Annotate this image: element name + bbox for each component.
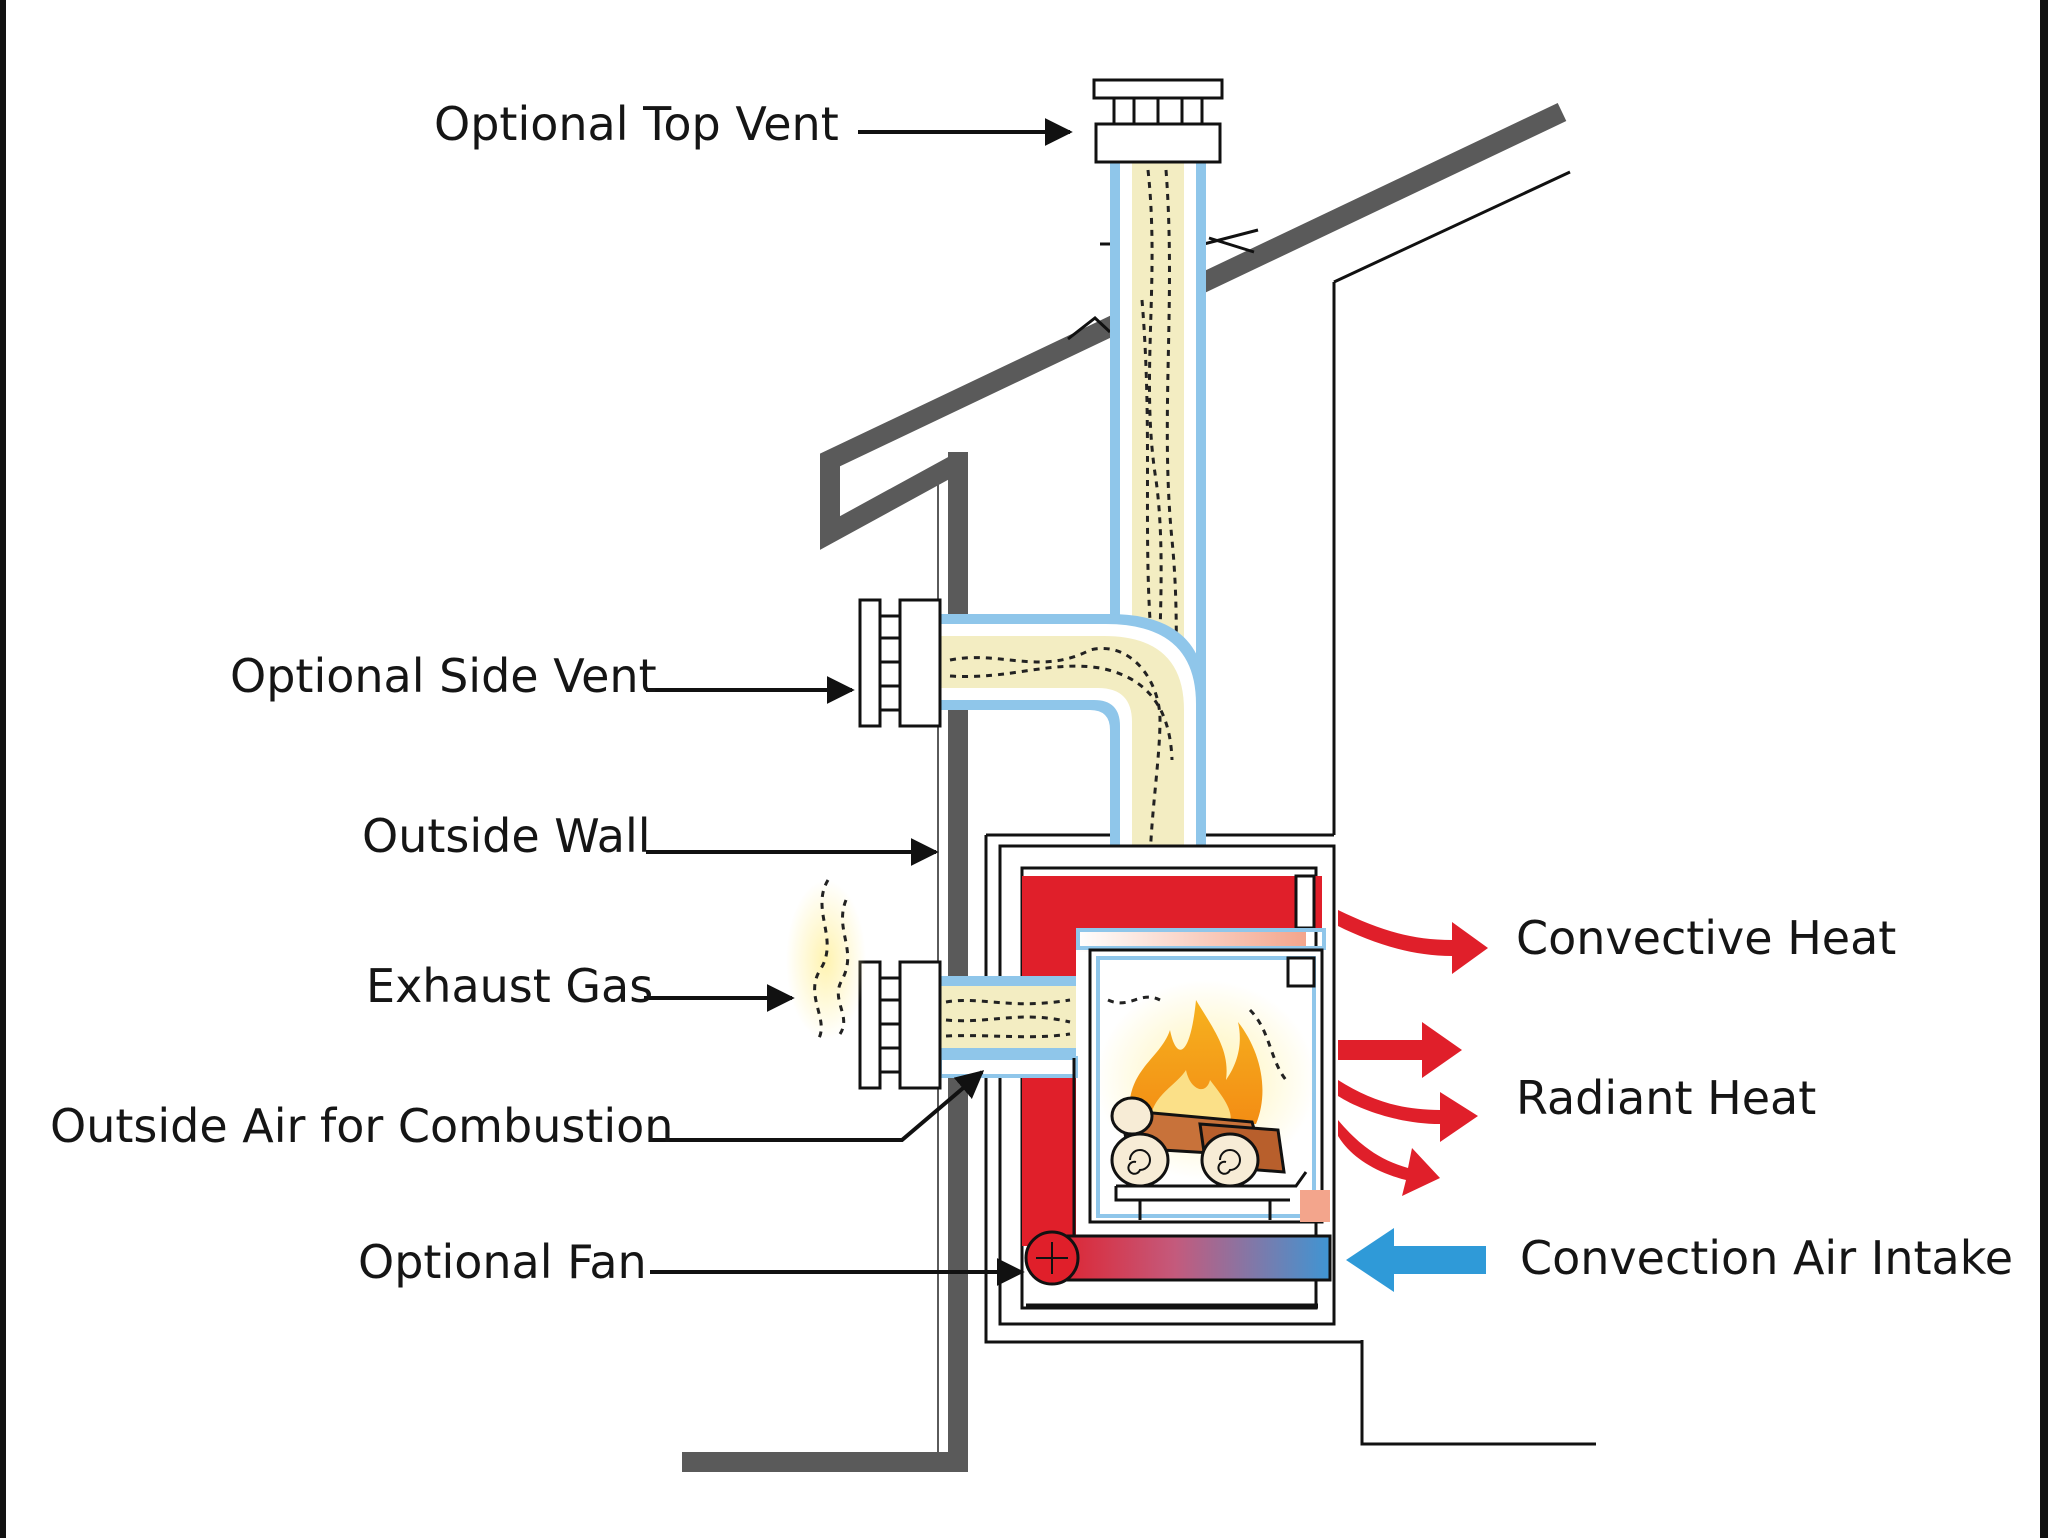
logs	[1110, 1096, 1308, 1220]
radiant-heat-arrows	[1338, 1022, 1478, 1196]
label-exhaust-gas: Exhaust Gas	[366, 959, 653, 1013]
label-outside-air: Outside Air for Combustion	[50, 1099, 673, 1153]
convective-heat-arrow	[1338, 910, 1488, 974]
left-border	[0, 0, 6, 1538]
side-vent-cap	[858, 598, 942, 728]
label-convection-intake: Convection Air Intake	[1520, 1231, 2013, 1285]
exhaust-cap	[858, 960, 942, 1090]
exhaust-plume	[786, 879, 866, 1041]
convection-intake-arrow	[1346, 1228, 1486, 1292]
callout-arrows	[644, 118, 1073, 1286]
flame-icon	[1129, 1000, 1263, 1124]
label-convective-heat: Convective Heat	[1516, 911, 1896, 965]
side-vent-pipe	[940, 614, 1206, 880]
label-side-vent: Optional Side Vent	[230, 649, 657, 703]
right-border	[2040, 0, 2048, 1538]
top-vent-cap	[1092, 78, 1224, 164]
label-outside-wall: Outside Wall	[362, 809, 651, 863]
label-radiant-heat: Radiant Heat	[1516, 1071, 1816, 1125]
label-fan: Optional Fan	[358, 1235, 647, 1289]
log-end-icon	[1110, 1096, 1154, 1136]
convection-channel	[1024, 1230, 1332, 1286]
label-top-vent: Optional Top Vent	[434, 97, 839, 151]
